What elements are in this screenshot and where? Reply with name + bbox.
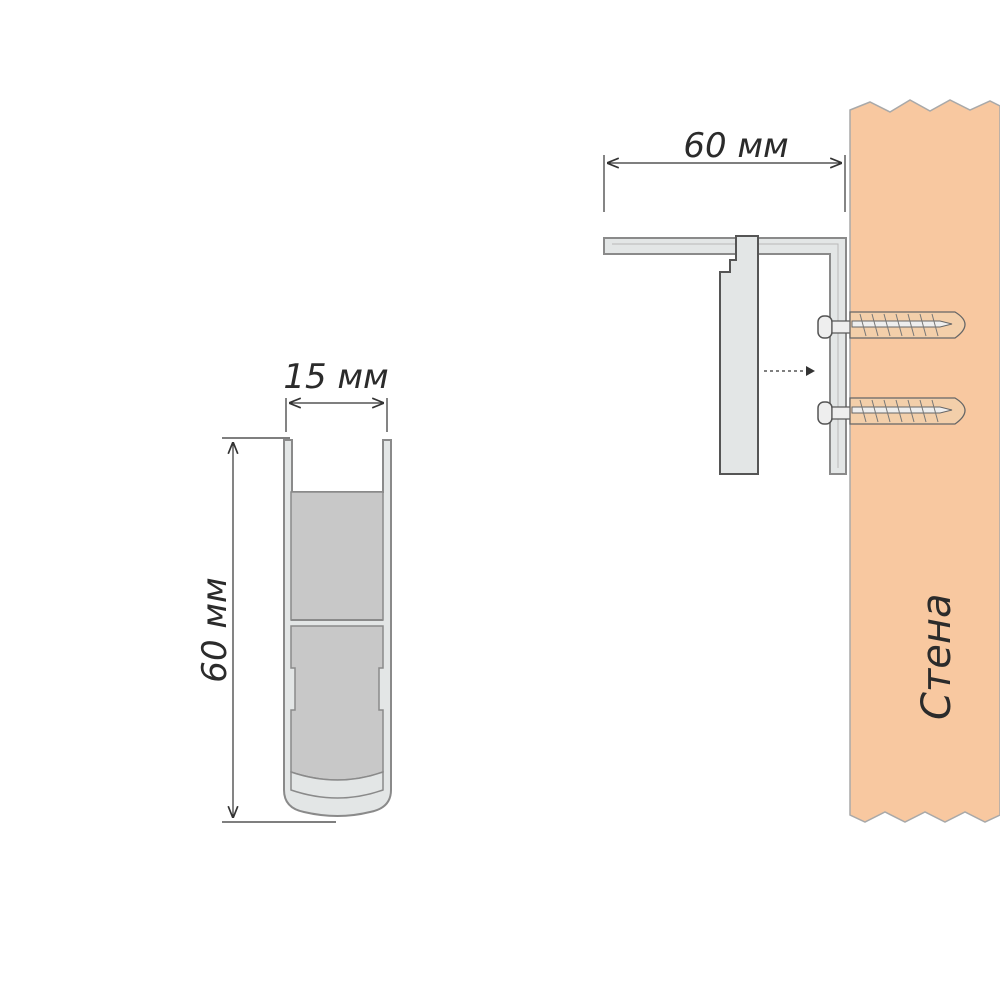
dimension-top-label: 60 мм	[683, 126, 788, 166]
wall-bracket	[603, 237, 847, 475]
wall: Стена	[849, 99, 1000, 823]
dimension-profile-width-label: 15 мм	[283, 357, 388, 397]
profile-cross-section	[283, 439, 392, 817]
dimension-top: 60 мм	[603, 126, 846, 212]
dimension-profile-height-label: 60 мм	[195, 577, 235, 682]
screw-bottom	[817, 397, 966, 425]
dimension-profile-width: 15 мм	[283, 357, 389, 432]
profile-side-view	[719, 235, 759, 475]
screw-top	[817, 311, 966, 339]
wall-label: Стена	[914, 593, 960, 720]
direction-arrow	[764, 366, 815, 376]
dimension-profile-height: 60 мм	[195, 437, 336, 823]
